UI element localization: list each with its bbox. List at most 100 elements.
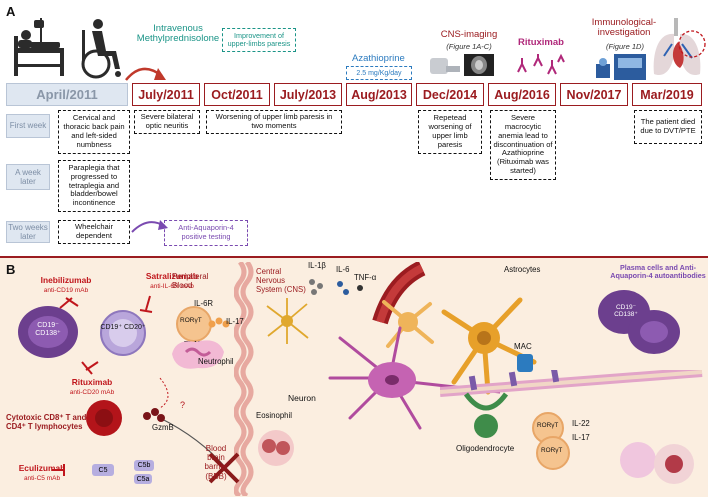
date-july-2011: July/2011 (132, 83, 200, 106)
immuno-figure-ref: (Figure 1D) (606, 42, 644, 51)
panel-b-letter: B (6, 262, 16, 277)
il6-label: IL-6 (336, 265, 350, 274)
iv-methylprednisolone-label: Intravenous Methylprednisolone (136, 23, 220, 45)
mac-label: MAC (514, 342, 532, 351)
date-nov-2017: Nov/2017 (560, 83, 628, 106)
il17-label: IL-17 (226, 317, 244, 326)
neutrophil-icon (172, 340, 224, 369)
cd19-cd138-left: CD19⁻ CD138⁺ (35, 322, 61, 338)
neuron-label: Neuron (288, 393, 316, 403)
inebilizumab-label: Inebilizumab anti-CD19 mAb (28, 275, 104, 295)
tnfa-label: TNF-α (354, 273, 377, 282)
question-mark: ? (180, 400, 186, 410)
event-july-2011: Severe bilateral optic neuritis (134, 110, 200, 134)
plasma-cells-label: Plasma cells and Anti-Aquaporin-4 autoan… (610, 263, 706, 281)
eosinophil-label: Eosinophil (256, 411, 292, 420)
cd19-cd138-right: CD19⁻ CD138⁺ (614, 304, 638, 319)
cytokine-dots-icon (309, 279, 363, 295)
inebilizumab-name: Inebilizumab (40, 275, 92, 285)
lab-equipment-icon (596, 54, 646, 80)
c5b-box: C5b (134, 460, 154, 471)
date-april-2011: April/2011 (6, 83, 128, 106)
side-label-two-weeks: Two weeks later (6, 221, 50, 243)
lungs-icon (653, 18, 706, 76)
azathioprine-label: Azathioprine (352, 53, 405, 64)
oligodendrocyte-label: Oligodendrocyte (456, 444, 515, 453)
roryt-right-1: RORγT (537, 422, 559, 429)
date-mar-2019: Mar/2019 (632, 83, 702, 106)
gzmb-label: GzmB (152, 423, 174, 432)
side-label-first-week: First week (6, 114, 50, 138)
event-oct2011-july2013: Worsening of upper limb paresis in two m… (206, 110, 342, 134)
event-dec-2014: Repetead worsening of upper limb paresis (418, 110, 482, 154)
cns-imaging-figure-ref: (Figure 1A-C) (446, 42, 492, 51)
purple-arrow-icon (131, 220, 168, 233)
c5-box: C5 (92, 464, 114, 476)
immunological-investigation-label: Immunological-investigation (591, 17, 657, 39)
roryt-right-2: RORγT (541, 447, 563, 454)
mac-complex-icon (517, 354, 533, 372)
patient-bed-wheelchair-icon (14, 18, 121, 79)
inhibition-lines (52, 295, 240, 484)
event-two-weeks: Wheelchair dependent (58, 220, 130, 244)
peripheral-blood-label: Peripheral Blood (172, 272, 209, 291)
panel-a-letter: A (6, 4, 16, 19)
date-july-2013: July/2013 (274, 83, 342, 106)
event-mar-2019: The patient died due to DVT/PTE (634, 110, 702, 144)
blood-vessel-icon (372, 262, 426, 325)
bbb-membrane-icon (234, 262, 254, 496)
eculizumab-name: Eculizumab (18, 463, 66, 473)
panel-divider (0, 256, 708, 258)
side-label-week-later: A week later (6, 164, 50, 190)
il22-label: IL-22 (572, 419, 590, 428)
th17-right-2-icon (536, 436, 570, 470)
aqp4-test-note: Anti-Aquaporin-4 positive testing (164, 220, 248, 246)
roryt-left: RORγT (180, 317, 202, 324)
improvement-note: Improvement of upper-limbs paresis (222, 28, 296, 52)
cns-imaging-label: CNS-imaging (440, 29, 498, 40)
astrocyte-icon (441, 297, 537, 395)
event-week-later: Paraplegia that progressed to tetraplegi… (58, 160, 130, 212)
c5-label: C5 (98, 466, 108, 474)
plasma-cell-left-icon (18, 306, 78, 358)
inebilizumab-sub: anti-CD19 mAb (43, 287, 89, 295)
c5a-label: C5a (136, 475, 150, 483)
astrocyte-small-icon (382, 300, 434, 348)
c5b-label: C5b (137, 462, 151, 469)
date-oct-2011: Oct/2011 (204, 83, 270, 106)
cd19-cd20: CD19⁺ CD20⁺ (100, 324, 146, 331)
rituximab-name: Rituximab (71, 377, 113, 387)
rituximab-label: Rituximab (518, 37, 564, 48)
eosinophil-icon (258, 430, 294, 466)
inflammatory-cells-icon (620, 442, 694, 484)
cns-label: Central Nervous System (CNS) (256, 267, 306, 294)
eculizumab-sub: anti-C5 mAb (23, 475, 61, 483)
curved-arrow-icon (125, 67, 166, 81)
bbb-label: Blood brain barrier (BBB) (204, 444, 228, 481)
date-aug-2016: Aug/2016 (488, 83, 556, 106)
astrocytes-label: Astrocytes (504, 265, 541, 274)
il17-right-label: IL-17 (572, 433, 590, 442)
event-first-week: Cervical and thoracic back pain and left… (58, 110, 130, 154)
c5a-box: C5a (134, 474, 152, 484)
satralizumab-label: Satralizumab anti-IL-6R mAb (132, 271, 212, 291)
event-aug-2016: Severe macrocytic anemia lead to discont… (490, 110, 556, 180)
b-cell-icon (100, 310, 146, 356)
cytotoxic-t-cell-icon (86, 400, 122, 436)
eculizumab-label: Eculizumab anti-C5 mAb (8, 463, 76, 483)
rituximab-b-label: Rituximab anti-CD20 mAb (56, 377, 128, 397)
cytotoxic-label: Cytotoxic CD8⁺ T and CD4⁺ T lymphocytes (6, 413, 87, 431)
rituximab-sub: anti-CD20 mAb (69, 389, 115, 397)
satralizumab-sub: anti-IL-6R mAb (150, 283, 194, 291)
satralizumab-name: Satralizumab (145, 271, 199, 281)
oligodendrocyte-icon (463, 392, 509, 438)
il6r-label: IL-6R (194, 299, 214, 308)
mri-scanner-icon (430, 54, 494, 76)
gzmb-dots-icon (143, 408, 165, 422)
il17-dots-icon (208, 317, 230, 328)
azathioprine-dose: 2.5 mg/Kg/day (346, 66, 412, 80)
date-aug-2013: Aug/2013 (346, 83, 412, 106)
axon-myelin-icon (440, 370, 703, 397)
il1b-label: IL-1β (308, 261, 326, 270)
antibody-molecules-icon (517, 53, 565, 75)
